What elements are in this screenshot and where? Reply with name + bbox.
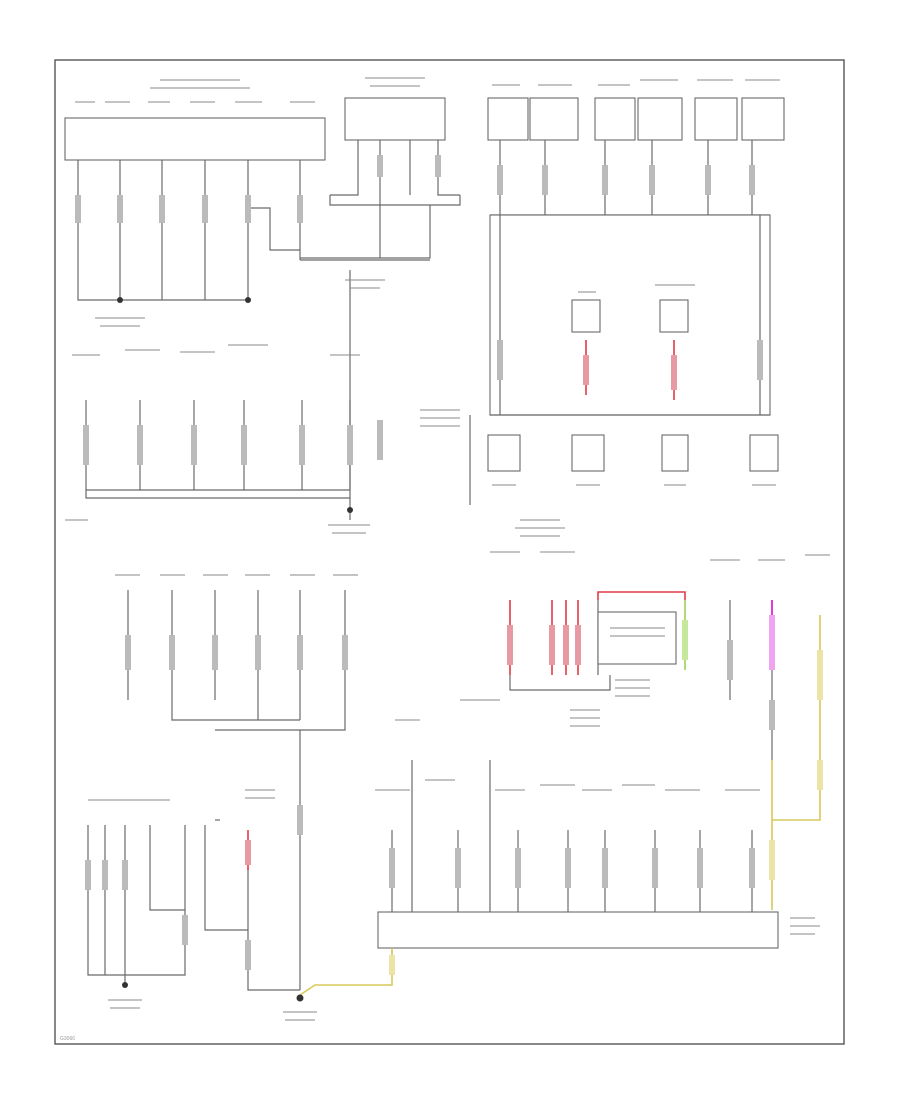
right-feed-group [710,554,830,910]
bottom-connector-group [299,699,820,996]
top-left-component-box [64,117,326,161]
top-right-module-box [489,214,771,416]
bottom-left-switch-leads [87,819,248,985]
diagram-frame [54,59,845,1045]
top-left-connector-group [64,79,430,327]
bottom-connector-labels [375,699,760,791]
center-fuse-group [115,574,358,990]
top-right-component-boxes [487,97,785,141]
top-left-wires [77,160,430,301]
ground-splice-dot [117,297,123,303]
bottom-ground-bar [377,911,779,949]
bottom-left-switch-group [85,789,317,1021]
top-center-junction-box [344,97,446,141]
mid-left-switch-group [65,344,383,534]
top-center-junction-group [300,77,461,520]
figure-id-label: G3066 [60,1036,75,1042]
ground-splice-dot [245,297,251,303]
ground-point-g2 [296,994,304,1002]
top-left-wire-tags [75,195,303,223]
center-right-module-box [597,611,677,665]
right-center-module-group [490,519,688,727]
top-right-sensor-group [420,79,785,505]
